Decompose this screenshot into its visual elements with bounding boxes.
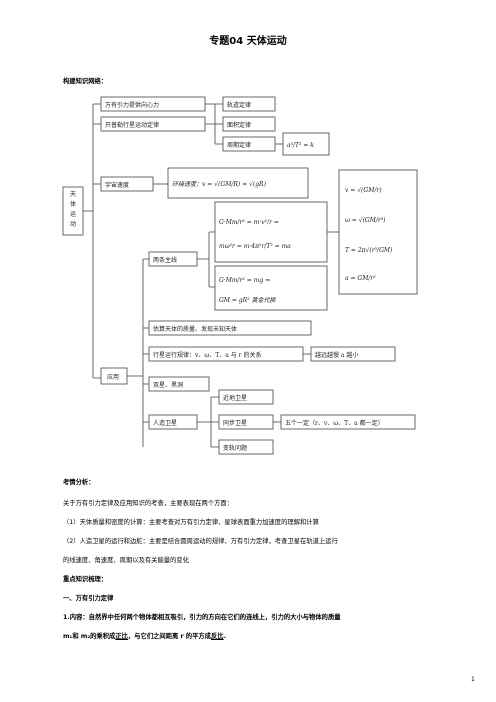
points-heading: 重点知识梳理： (63, 576, 108, 583)
eq-line-3: G·Mm/r² = mg ⇒ (219, 277, 270, 284)
result-v: v = √(GM/r) (345, 187, 382, 194)
planet-law-label: 行星运行规律：v、ω、T、a 与 r 的关系 (153, 351, 261, 359)
two-lines-links (197, 231, 215, 288)
content-line-2-d: 反比 (210, 633, 224, 640)
branch-kepler-label: 开普勒行星运动定律 (105, 121, 159, 129)
results-box (338, 169, 418, 295)
trunk-branches (93, 103, 101, 379)
page-title: 专题04 天体运动 (209, 36, 287, 47)
binary-star-label: 双星、黑洞 (153, 381, 183, 389)
branch-gravity-label: 万有引力提供向心力 (105, 101, 159, 109)
application-branches (143, 258, 149, 423)
estimate-mass-label: 估算天体的质量、发现未知天体 (153, 325, 237, 333)
result-a: a = GM/r² (345, 275, 376, 282)
content-line-2-e: . (223, 633, 226, 640)
analysis-heading: 考情分析： (63, 479, 95, 486)
dynamics-eq-box (214, 201, 328, 263)
content-line-1: 1.内容：自然界中任何两个物体都相互吸引，引力的方向在它们的连线上，引力的大小与… (63, 614, 341, 621)
root-char-3: 运 (70, 210, 76, 218)
eq-line-2: mω²r = m·4π²r/T² = ma (219, 243, 291, 250)
trunk-line (83, 104, 94, 378)
satellite-label: 人造卫星 (153, 419, 177, 427)
orbit-change-box (218, 439, 274, 455)
area-law-label: 面积定律 (227, 121, 251, 129)
analysis-item-1: （1）天体质量和密度的计算：主要考查对万有引力定律、星球表面重力加速度的理解和计… (63, 519, 319, 526)
application-label: 应用 (107, 373, 119, 381)
orbit-change-label: 变轨问题 (223, 444, 247, 452)
binary-star-box (148, 376, 210, 392)
orbit-law-box (222, 96, 276, 112)
satellite-links (197, 396, 219, 448)
root-char-1: 天 (70, 191, 76, 198)
near-earth-box (218, 389, 274, 405)
kepler-links (205, 104, 223, 145)
result-omega: ω = √(GM/r³) (345, 217, 386, 224)
orbit-speed-formula: 环绕速度：v = √(GM/R) = √(gR) (172, 180, 267, 188)
eq-line-1: G·Mm/r² = m·v²/r = (219, 219, 279, 226)
result-T: T = 2π√(r³/GM) (345, 247, 393, 254)
section-heading: 一、万有引力定律 (63, 595, 114, 602)
orbit-law-label: 轨道定律 (227, 101, 251, 109)
page-number: 1 (471, 676, 475, 683)
eq-line-4: GM = gR² 黄金代换 (219, 296, 276, 304)
content-line-2: m₁和 m₂的乘积成正比，与它们之间距离 r 的平方成反比. (63, 631, 226, 640)
area-law-box (222, 116, 276, 132)
root-char-4: 动 (70, 221, 76, 228)
map-heading: 构建知识网络： (63, 78, 108, 85)
planet-result-label: 越远越慢 a 越小 (315, 351, 358, 359)
orbit-speed-box (167, 167, 309, 199)
analysis-intro: 关于万有引力定律及应用知识的考查，主要表现在两个方面： (63, 500, 234, 507)
analysis-item-2-line-2: 的线速度、角速度、周期以及有关能量的变化 (63, 557, 189, 564)
period-law-label: 周期定律 (227, 141, 251, 149)
concept-map: 天 体 运 动 万有引力提供向心力 轨道定律 开普勒行星运动定律 面积定律 周期… (62, 96, 418, 455)
kepler-formula-box (282, 132, 330, 156)
near-earth-label: 近地卫星 (223, 394, 247, 402)
planet-result-box (310, 346, 396, 362)
root-char-2: 体 (70, 200, 76, 208)
sync-sat-label: 同步卫星 (223, 419, 247, 427)
estimate-mass-box (148, 320, 312, 336)
gravity-eq-box (214, 265, 328, 311)
sync-note-label: 五个一定（r、v、ω、T、a 都一定） (285, 419, 384, 427)
analysis-item-2-line-1: （2）人造卫星的运行和边舵：主要是结合圆周运动的规律、万有引力定律，考查卫星在轨… (63, 538, 338, 545)
content-line-2-b: 正比 (115, 633, 128, 640)
content-line-2-a: m₁和 m₂的乘积成 (63, 633, 116, 640)
content-line-2-c: ，与它们之间距离 r 的平方成 (127, 633, 211, 640)
application-trunk (127, 259, 144, 447)
kepler-formula: a³/T² = k (287, 142, 314, 149)
sync-note-box (280, 414, 416, 430)
cosmic-velocity-label: 宇宙速度 (105, 181, 129, 189)
two-lines-label: 两条主线 (153, 256, 177, 264)
